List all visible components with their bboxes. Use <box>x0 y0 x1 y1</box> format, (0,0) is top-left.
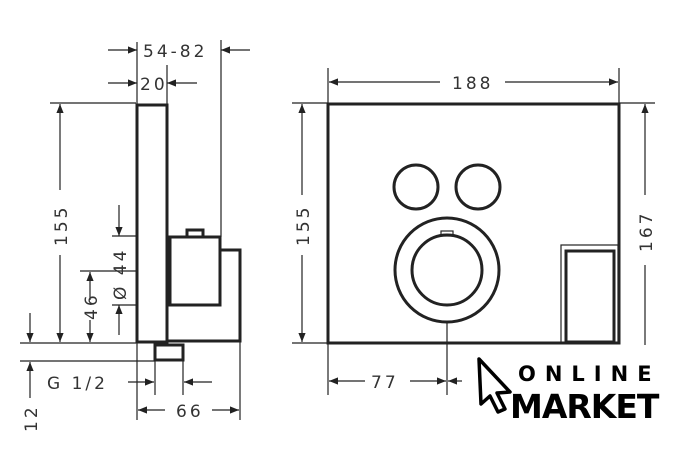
dim-panel-depth: 20 <box>140 75 168 95</box>
dim-knob-diameter: Ø 44 <box>111 248 131 300</box>
housing-side <box>167 248 242 343</box>
online-market-logo: ONLINE MARKET <box>477 357 661 426</box>
side-view: 54-82 20 155 Ø 44 46 12 G 1/2 66 <box>20 40 250 432</box>
shelf-outer <box>560 244 619 344</box>
thermostat-knob <box>410 233 484 307</box>
logo-line1: ONLINE <box>518 362 661 386</box>
front-view: 188 155 167 77 <box>292 68 657 395</box>
panel-front <box>326 102 621 345</box>
connector-nut <box>153 343 185 362</box>
panel-side <box>135 103 169 344</box>
push-button-2 <box>454 163 502 211</box>
shelf-inner <box>564 249 616 344</box>
knob-body-side <box>168 235 222 307</box>
logo-line2: MARKET <box>510 387 660 426</box>
dim-total-height: 167 <box>637 211 657 252</box>
dim-total-depth: 66 <box>176 402 204 422</box>
dim-thread-length: 12 <box>22 404 42 432</box>
dim-knob-offset-front: 77 <box>371 373 399 393</box>
dim-height: 155 <box>52 205 72 246</box>
dim-width: 188 <box>452 74 493 94</box>
push-button-1 <box>392 163 440 211</box>
cursor-icon <box>477 357 512 414</box>
dim-thread: G 1/2 <box>47 374 108 394</box>
dim-depth-range: 54-82 <box>143 42 207 62</box>
dim-front-height: 155 <box>294 205 314 246</box>
dim-knob-offset: 46 <box>82 292 102 320</box>
knob-tab-side <box>185 228 205 239</box>
knob-marker <box>440 230 454 237</box>
